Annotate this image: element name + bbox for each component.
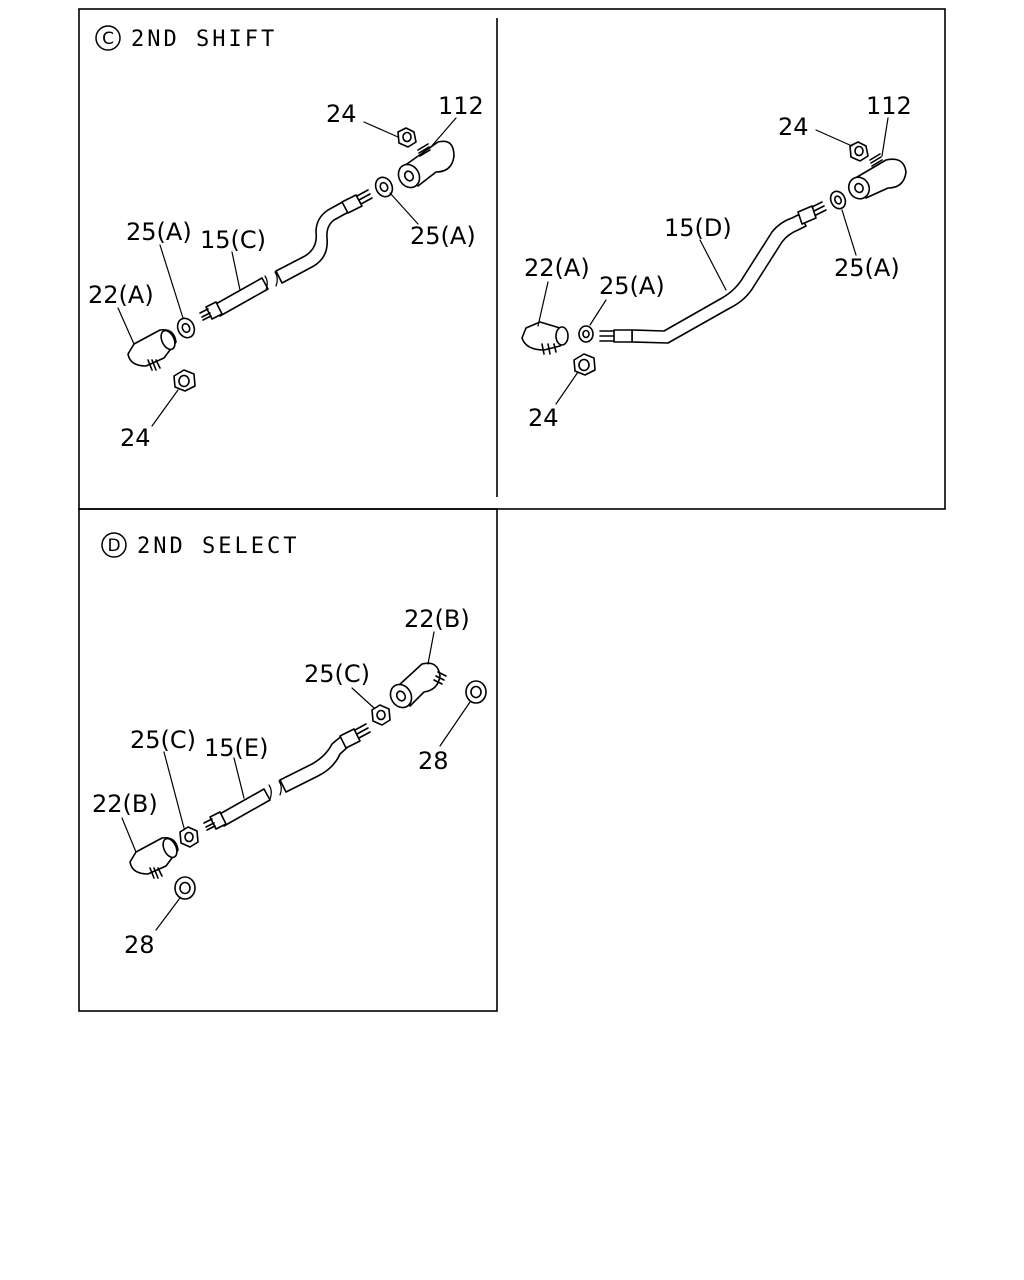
- rod-end-top: [847, 153, 907, 200]
- leader-line: [159, 244, 184, 319]
- select-panel-header: D 2ND SELECT: [101, 532, 299, 559]
- leader-line: [881, 117, 889, 157]
- rod-break-mark: [268, 780, 282, 800]
- label-washer-upper: 25(A): [834, 254, 900, 282]
- leader-line: [815, 129, 853, 147]
- label-end-top: 112: [438, 92, 484, 120]
- select-panel-title: 2ND SELECT: [137, 534, 299, 559]
- leader-line: [155, 897, 181, 931]
- label-nut-top: 24: [778, 113, 809, 141]
- leader-line: [427, 631, 435, 665]
- leader-line: [363, 121, 399, 138]
- label-washer-left: 25(C): [130, 726, 196, 754]
- leader-line: [589, 299, 607, 326]
- washer-upper: [374, 176, 394, 198]
- washer-left: [179, 826, 199, 848]
- select-assembly: 22(B) 25(C) 28 25(C) 15(E) 22(B) 28: [92, 605, 487, 959]
- nut-top: [397, 127, 417, 148]
- shift-panel-header: C 2ND SHIFT: [95, 25, 277, 52]
- rod-long: [631, 213, 807, 344]
- label-washer-lower: 25(A): [599, 272, 665, 300]
- label-end-lower: 22(B): [92, 790, 158, 818]
- leader-line: [537, 281, 549, 327]
- rod-upper-section: [275, 198, 355, 284]
- circled-letter-badge: [95, 25, 121, 51]
- label-bushing-top: 28: [418, 747, 449, 775]
- label-nut-bottom: 24: [120, 424, 151, 452]
- label-end-top: 112: [866, 92, 912, 120]
- washer-upper: [829, 190, 847, 210]
- leader-line: [351, 687, 375, 709]
- label-end-lower: 22(A): [88, 281, 154, 309]
- bushing-top: [465, 680, 487, 704]
- leader-line: [233, 757, 245, 799]
- select-panel-frame: [78, 508, 498, 1012]
- leader-line: [699, 239, 727, 291]
- nut-top: [849, 141, 869, 162]
- rod-end-top: [397, 140, 455, 189]
- nut-bottom: [573, 353, 596, 376]
- label-rod: 15(C): [200, 226, 266, 254]
- leader-line: [163, 751, 185, 829]
- leader-line: [439, 701, 471, 747]
- rod-end-lower: [129, 836, 179, 879]
- label-end-lower: 22(A): [524, 254, 590, 282]
- shift-panel-frame: [78, 8, 946, 510]
- rod-lower-section: [203, 788, 271, 831]
- rod-upper-section: [279, 733, 351, 793]
- leader-line: [231, 251, 241, 291]
- rod-end-lower: [127, 328, 177, 371]
- label-washer-upper: 25(A): [410, 222, 476, 250]
- shift-right-assembly: 24 112 15(D) 25(A) 22(A) 25(A) 24: [521, 92, 912, 432]
- leader-line: [841, 209, 857, 256]
- label-nut-bottom: 24: [528, 404, 559, 432]
- leader-line: [117, 307, 135, 345]
- select-badge-letter: D: [107, 536, 120, 556]
- circled-letter-badge: [101, 532, 127, 558]
- label-end-top: 22(B): [404, 605, 470, 633]
- label-washer-upper: 25(C): [304, 660, 370, 688]
- shift-panel-title: 2ND SHIFT: [131, 27, 277, 52]
- rod-break-mark: [264, 271, 278, 291]
- label-rod: 15(D): [664, 214, 732, 242]
- washer-upper: [371, 704, 391, 726]
- washer-lower: [578, 325, 594, 343]
- leader-line: [121, 817, 137, 853]
- rod-lower-section: [199, 277, 269, 321]
- leader-line: [151, 389, 179, 427]
- leader-line: [389, 192, 419, 225]
- leader-line: [555, 371, 579, 405]
- rod-end-lower: [521, 321, 569, 355]
- shift-badge-letter: C: [102, 29, 114, 49]
- label-washer-left: 25(A): [126, 218, 192, 246]
- bushing-bottom: [174, 876, 196, 900]
- shift-left-assembly: 24 112 25(A) 25(A) 15(C) 22(A) 24: [88, 92, 484, 452]
- rod-end-top: [389, 662, 447, 709]
- label-bushing-bottom: 28: [124, 931, 155, 959]
- leader-line: [429, 117, 457, 149]
- nut-bottom: [173, 369, 196, 392]
- label-rod: 15(E): [204, 734, 268, 762]
- washer-left: [176, 317, 196, 339]
- label-nut-top: 24: [326, 100, 357, 128]
